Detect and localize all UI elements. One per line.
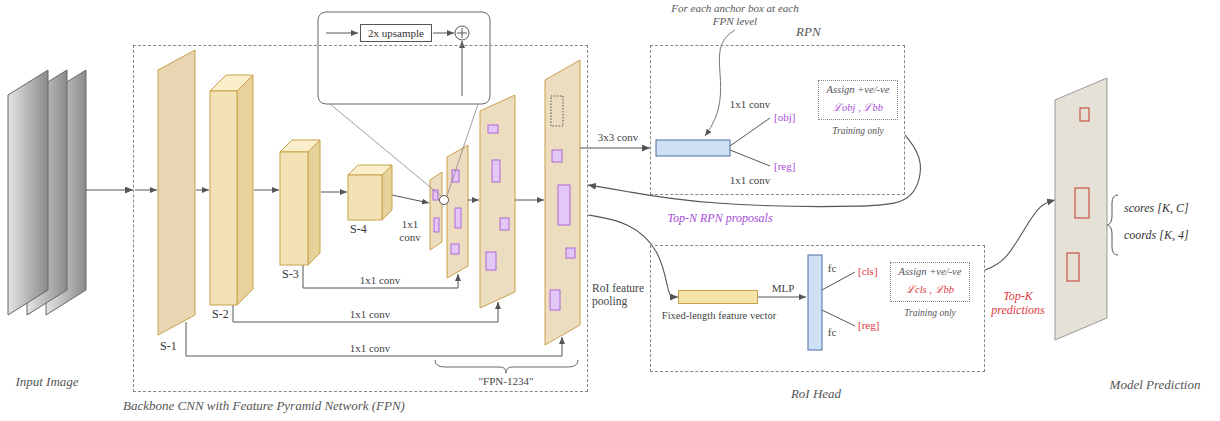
annotation-label: 1x1 conv [730, 174, 771, 187]
node-text: RoI Head [791, 387, 841, 402]
feature-vector: Fixed-length feature vector [678, 290, 758, 304]
stage-block-shape [210, 75, 253, 305]
anchor-window [551, 96, 563, 126]
annotation-label: MLP [772, 282, 795, 295]
annotation-label: coords [K, 4] [1124, 229, 1189, 243]
node-text: S-2 [212, 308, 229, 322]
connector-label: Top-K predictions [988, 290, 1048, 318]
node-text: S-4 [350, 223, 367, 237]
rpn-head [656, 30, 770, 166]
stage-block-shape [348, 165, 392, 220]
upsample-callout [318, 12, 490, 104]
node-text: S-1 [160, 340, 177, 354]
annotation-label: 1x1 conv [350, 342, 391, 355]
stage-block: S-4 [348, 165, 392, 220]
roi-head-region: Fixed-length feature vector Assign +ve/-v… [650, 245, 985, 372]
backbone-region: S-1S-2S-3S-42x upsampleBackbone CNN with… [133, 45, 588, 392]
annotation-label: fc [828, 326, 837, 339]
upsample-box: 2x upsample [360, 24, 432, 42]
annotation-label: [cls] [858, 265, 878, 278]
node-text: RPN [796, 25, 821, 40]
prediction-image: Model Prediction [1055, 78, 1107, 340]
node-text: ℒcls , ℒbb [906, 284, 954, 296]
connector-arrow [86, 189, 133, 190]
stage-block: S-2 [210, 75, 253, 305]
node-text: Assign +ve/-ve [899, 266, 962, 278]
annotation-label: fc [828, 262, 837, 275]
node-text: Fixed-length feature vector [662, 310, 776, 322]
stage-slab: S-1 [158, 50, 195, 335]
annotation-label: [reg] [774, 160, 795, 173]
node-text: Input Image [15, 375, 78, 390]
node-text: 2x upsample [368, 27, 424, 40]
fpn-bracket [435, 360, 578, 373]
stage-slab-shape [158, 50, 195, 335]
input-image: Input Image [8, 70, 86, 315]
fpn-levels [430, 60, 580, 345]
node-text: Training only [832, 126, 883, 137]
roi-head-layers [758, 255, 855, 350]
output-brace [1106, 195, 1118, 255]
annotation-label: 1x1 conv [396, 218, 424, 243]
annotation-label: "FPN-1234" [479, 375, 534, 388]
connector-label: RoI feature pooling [592, 282, 654, 308]
annotation-label: scores [K, C] [1124, 202, 1189, 216]
connector-arrow [588, 135, 920, 206]
input-image-shape [8, 70, 86, 315]
node-text: Backbone CNN with Feature Pyramid Networ… [123, 399, 405, 414]
node-text: S-3 [282, 268, 299, 282]
annotation-label: [reg] [858, 319, 879, 332]
connector-arrow [588, 147, 650, 148]
annotation-label: For each anchor box at each FPN level [670, 2, 800, 27]
prediction-image-shape [1055, 78, 1107, 340]
annotation-label: 1x1 conv [350, 308, 391, 321]
fpn-proposals [433, 125, 575, 310]
node-text: Model Prediction [1110, 378, 1201, 393]
training-box: Assign +ve/-veℒcls , ℒbbTraining only [890, 262, 970, 302]
node-text: Assign +ve/-ve [827, 84, 890, 96]
stage-block-shape [280, 140, 320, 265]
annotation-label: 1x1 conv [730, 98, 771, 111]
stage-block: S-3 [280, 140, 320, 265]
node-text: Training only [904, 308, 955, 319]
training-box: Assign +ve/-veℒobj , ℒbbTraining only [818, 80, 898, 120]
annotation-label: 1x1 conv [360, 274, 401, 287]
node-text: ℒobj , ℒbb [833, 102, 883, 114]
connector-arrow [985, 200, 1055, 270]
annotation-label: [obj] [774, 111, 795, 124]
connector-label: 3x3 conv [598, 131, 639, 144]
connector-label: Top-N RPN proposals [667, 212, 772, 226]
